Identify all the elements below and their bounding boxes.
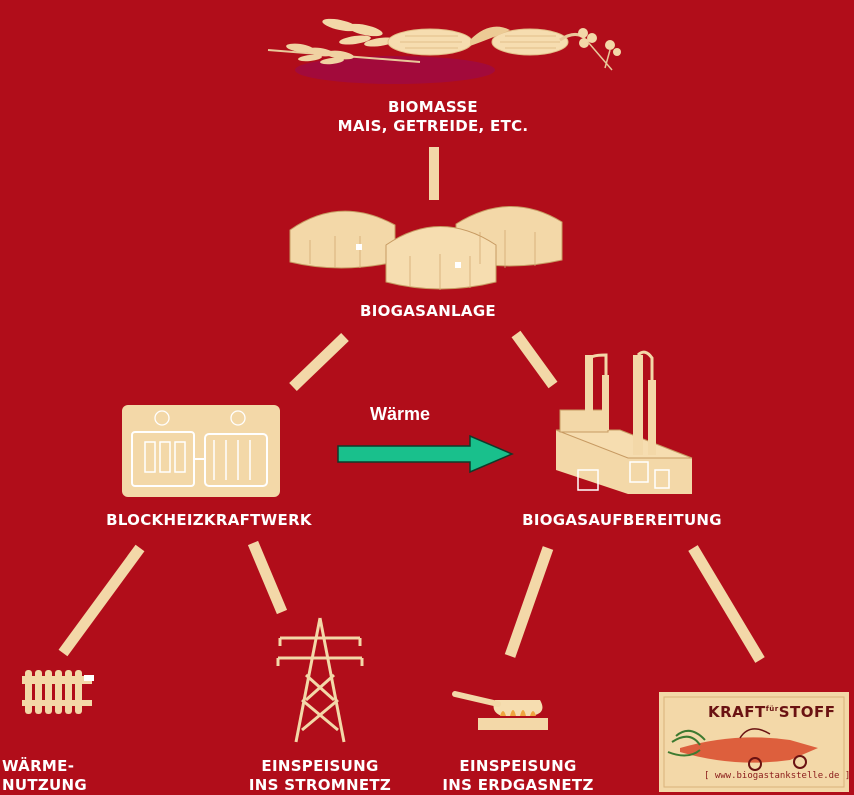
digester-tanks-icon	[289, 206, 563, 290]
connector-aufbereitung-kraftstoff	[688, 545, 765, 663]
erdgas-line2: INS ERDGASNETZ	[442, 776, 594, 794]
kraftstoff-title: KRAFTfürSTOFF	[708, 703, 836, 721]
arrow-label-waerme: Wärme	[370, 404, 431, 424]
connector-anlage-bhkw	[289, 333, 349, 391]
erdgas-line1: EINSPEISUNG	[459, 757, 577, 775]
kraftstoff-title-b: STOFF	[778, 703, 836, 721]
waerme-label: WÄRME- NUTZUNG	[2, 757, 102, 795]
carrot-car-icon	[667, 728, 818, 771]
bhkw-label: BLOCKHEIZKRAFTWERK	[106, 511, 312, 529]
kraftstoff-url: [ www.biogastankstelle.de ]	[704, 771, 851, 781]
processing-plant-icon	[555, 350, 693, 494]
radiator-icon	[22, 670, 94, 714]
aufbereitung-label: BIOGASAUFBEREITUNG	[522, 511, 722, 529]
waerme-line2: NUTZUNG	[2, 776, 87, 794]
biogasanlage-label: BIOGASANLAGE	[360, 302, 496, 320]
connector-lines	[58, 147, 765, 663]
connector-bhkw-waerme	[58, 544, 145, 657]
kraftstoff-logo	[659, 692, 849, 792]
kraftstoff-title-a: KRAFT	[708, 703, 766, 721]
erdgas-label: EINSPEISUNG INS ERDGASNETZ	[424, 757, 612, 795]
connector-biomasse-anlage	[429, 147, 439, 200]
connector-aufbereitung-erdgas	[504, 546, 554, 658]
power-pylon-icon	[276, 617, 364, 743]
strom-line1: EINSPEISUNG	[261, 757, 379, 775]
heat-arrow	[337, 434, 514, 474]
connector-anlage-aufbereitung	[511, 330, 558, 389]
biomasse-subtitle: MAIS, GETREIDE, ETC.	[337, 117, 529, 135]
generator-icon	[122, 405, 280, 497]
connector-bhkw-strom	[247, 540, 288, 615]
gas-stove-pan-icon	[452, 691, 548, 730]
strom-line2: INS STROMNETZ	[248, 776, 392, 794]
biomasse-title: BIOMASSE	[388, 98, 478, 116]
crops-icon	[267, 18, 621, 84]
kraftstoff-title-sup: für	[765, 705, 779, 713]
strom-label: EINSPEISUNG INS STROMNETZ	[230, 757, 410, 795]
waerme-line1: WÄRME-	[2, 757, 75, 775]
biomasse-label: BIOMASSE MAIS, GETREIDE, ETC.	[318, 98, 548, 136]
